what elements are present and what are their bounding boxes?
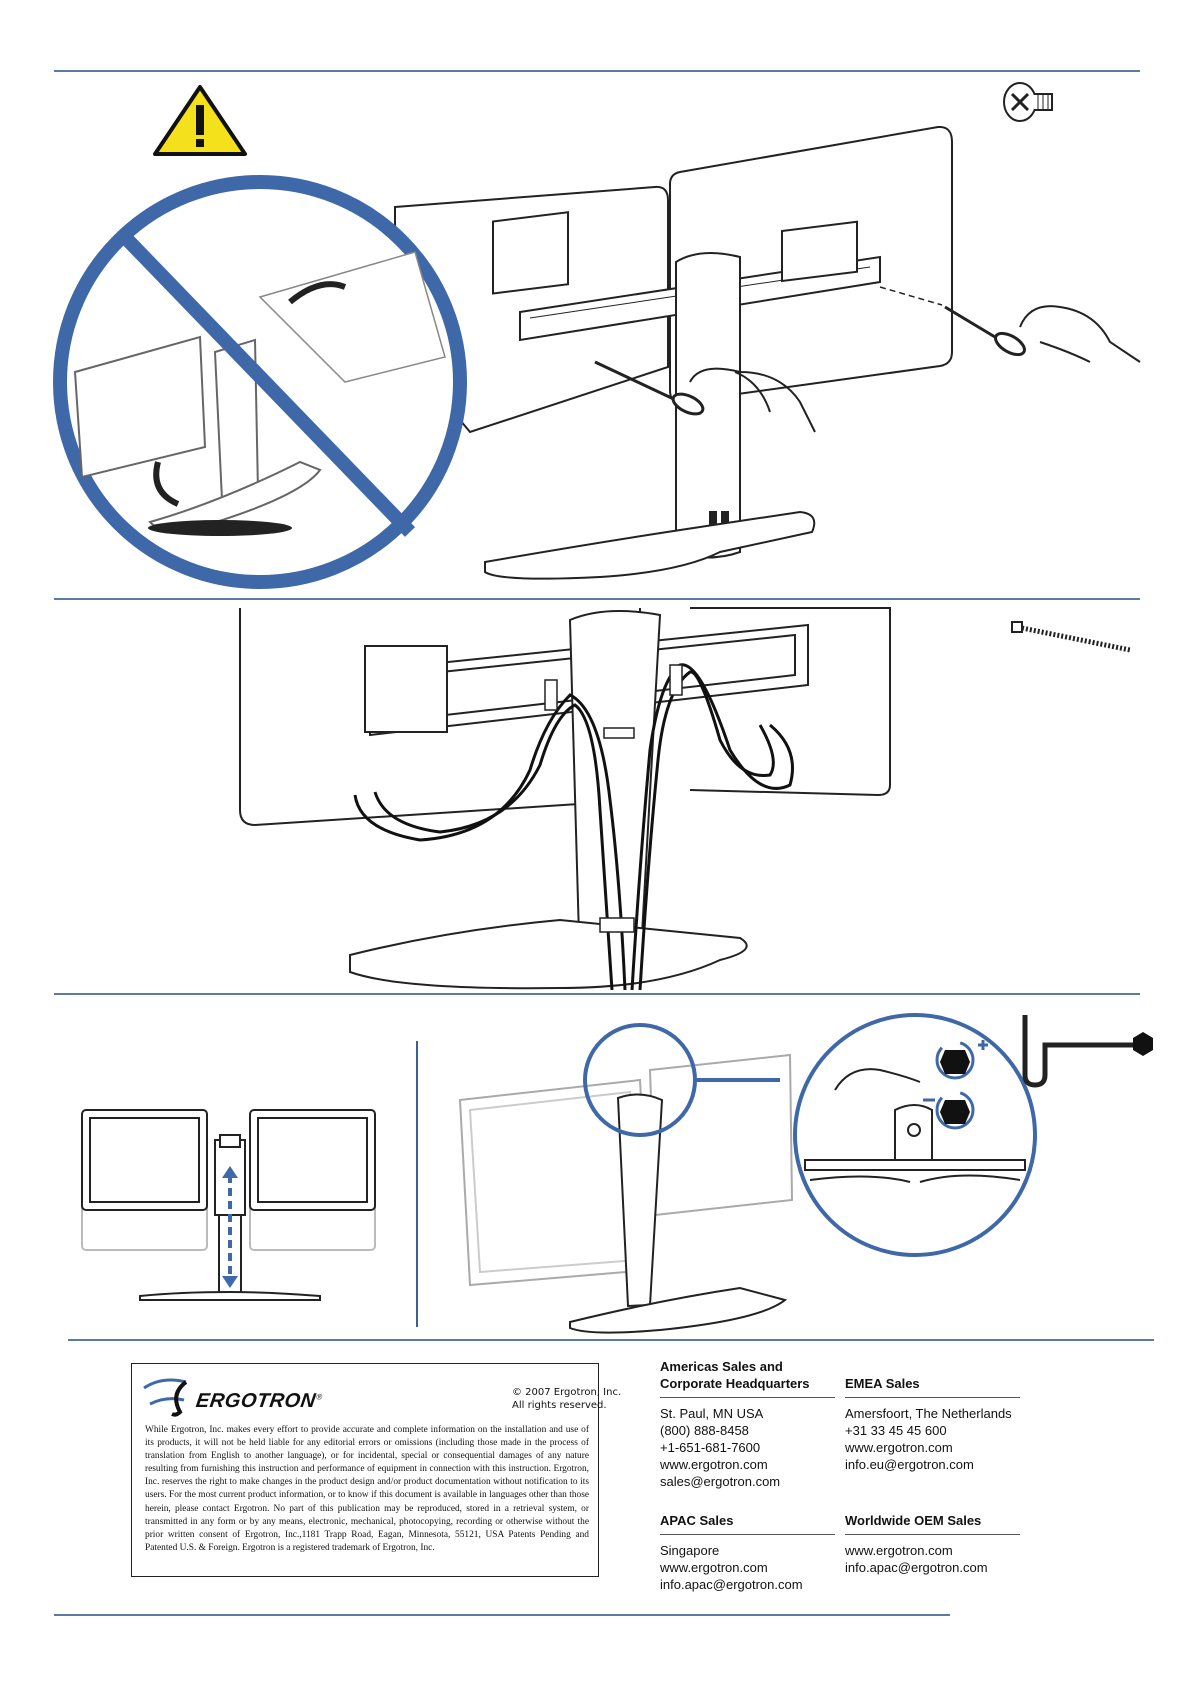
right-vesa-plate	[781, 220, 858, 283]
contact-americas: Americas Sales and Corporate Headquarter…	[660, 1358, 835, 1490]
stand-base	[484, 510, 816, 580]
stand-base	[139, 1290, 321, 1301]
stand-base	[349, 918, 748, 990]
hand-right	[1019, 305, 1141, 363]
contact-website-link[interactable]: www.ergotron.com	[845, 1440, 953, 1455]
contact-line: Amersfoort, The Netherlands	[845, 1406, 1012, 1421]
loosen-minus-icon	[923, 1090, 975, 1130]
contact-email-link[interactable]: info.eu@ergotron.com	[845, 1457, 974, 1472]
legal-box: ERGOTRON® © 2007 Ergotron, Inc. All righ…	[131, 1363, 621, 1577]
divider	[660, 1534, 835, 1535]
ergotron-logo: ERGOTRON®	[142, 1374, 323, 1418]
contact-website-link[interactable]: www.ergotron.com	[660, 1457, 768, 1472]
contact-oem-title: Worldwide OEM Sales	[845, 1513, 982, 1528]
divider	[660, 1397, 835, 1398]
divider	[845, 1397, 1020, 1398]
legal-disclaimer: While Ergotron, Inc. makes every effort …	[145, 1425, 589, 1553]
step1-illustration	[53, 82, 1141, 589]
contact-phone: +31 33 45 45 600	[845, 1423, 947, 1438]
stand-pole	[616, 1093, 664, 1308]
left-vesa-plate	[492, 211, 569, 295]
contact-emea-title: EMEA Sales	[845, 1376, 920, 1391]
cable-tie-icon	[1011, 621, 1131, 653]
prohibited-sign-icon	[53, 175, 467, 589]
ergotron-logo-icon	[143, 1378, 188, 1417]
section-rule-2	[54, 598, 1140, 600]
contact-americas-title-1: Americas Sales and	[660, 1359, 783, 1374]
contact-americas-title-2: Corporate Headquarters	[660, 1376, 810, 1391]
contact-phone: (800) 888-8458	[660, 1423, 749, 1438]
contact-email-link[interactable]: info.apac@ergotron.com	[660, 1577, 803, 1592]
step4-tension-illustration	[458, 1013, 1153, 1334]
tighten-plus-icon	[935, 1040, 988, 1080]
contact-phone: +1-651-681-7600	[660, 1440, 761, 1455]
contact-email-link[interactable]: sales@ergotron.com	[660, 1474, 781, 1489]
contact-apac: APAC Sales Singapore www.ergotron.com in…	[660, 1512, 835, 1593]
contact-emea: EMEA Sales Amersfoort, The Netherlands +…	[845, 1375, 1020, 1473]
step3-height-illustration	[81, 1109, 376, 1301]
logo-wordmark: ERGOTRON®	[194, 1390, 324, 1412]
cables	[353, 663, 794, 991]
copyright-notice: © 2007 Ergotron, Inc. All rights reserve…	[512, 1387, 622, 1411]
contact-website-link[interactable]: www.ergotron.com	[845, 1543, 953, 1558]
contact-line: Singapore	[660, 1543, 720, 1558]
contact-email-link[interactable]: info.apac@ergotron.com	[845, 1560, 988, 1575]
section-rule-4	[68, 1339, 1154, 1341]
warning-triangle-icon	[153, 85, 247, 156]
section-rule-3	[54, 993, 1140, 995]
section-rule-bottom	[54, 1614, 950, 1616]
contact-oem: Worldwide OEM Sales www.ergotron.com inf…	[845, 1512, 1020, 1576]
zoom-detail	[804, 1104, 1026, 1183]
contact-website-link[interactable]: www.ergotron.com	[660, 1560, 768, 1575]
hand-left	[689, 367, 816, 433]
contact-apac-title: APAC Sales	[660, 1513, 734, 1528]
stand-base	[569, 1286, 788, 1334]
cable-clips	[544, 664, 683, 933]
section-rule-top	[54, 70, 1140, 72]
hand-detail	[834, 1068, 921, 1091]
step2-illustration	[239, 607, 1131, 991]
height-arrow-icon	[222, 1166, 238, 1288]
hex-key-icon	[1022, 1015, 1153, 1088]
vesa-plate	[364, 645, 448, 733]
screwdriver-left	[594, 360, 705, 416]
step3-divider	[416, 1041, 418, 1327]
screw-icon	[1003, 82, 1053, 122]
divider	[845, 1534, 1020, 1535]
contact-line: St. Paul, MN USA	[660, 1406, 764, 1421]
screwdriver-right	[944, 305, 1026, 357]
monitors-faded	[458, 1053, 794, 1287]
